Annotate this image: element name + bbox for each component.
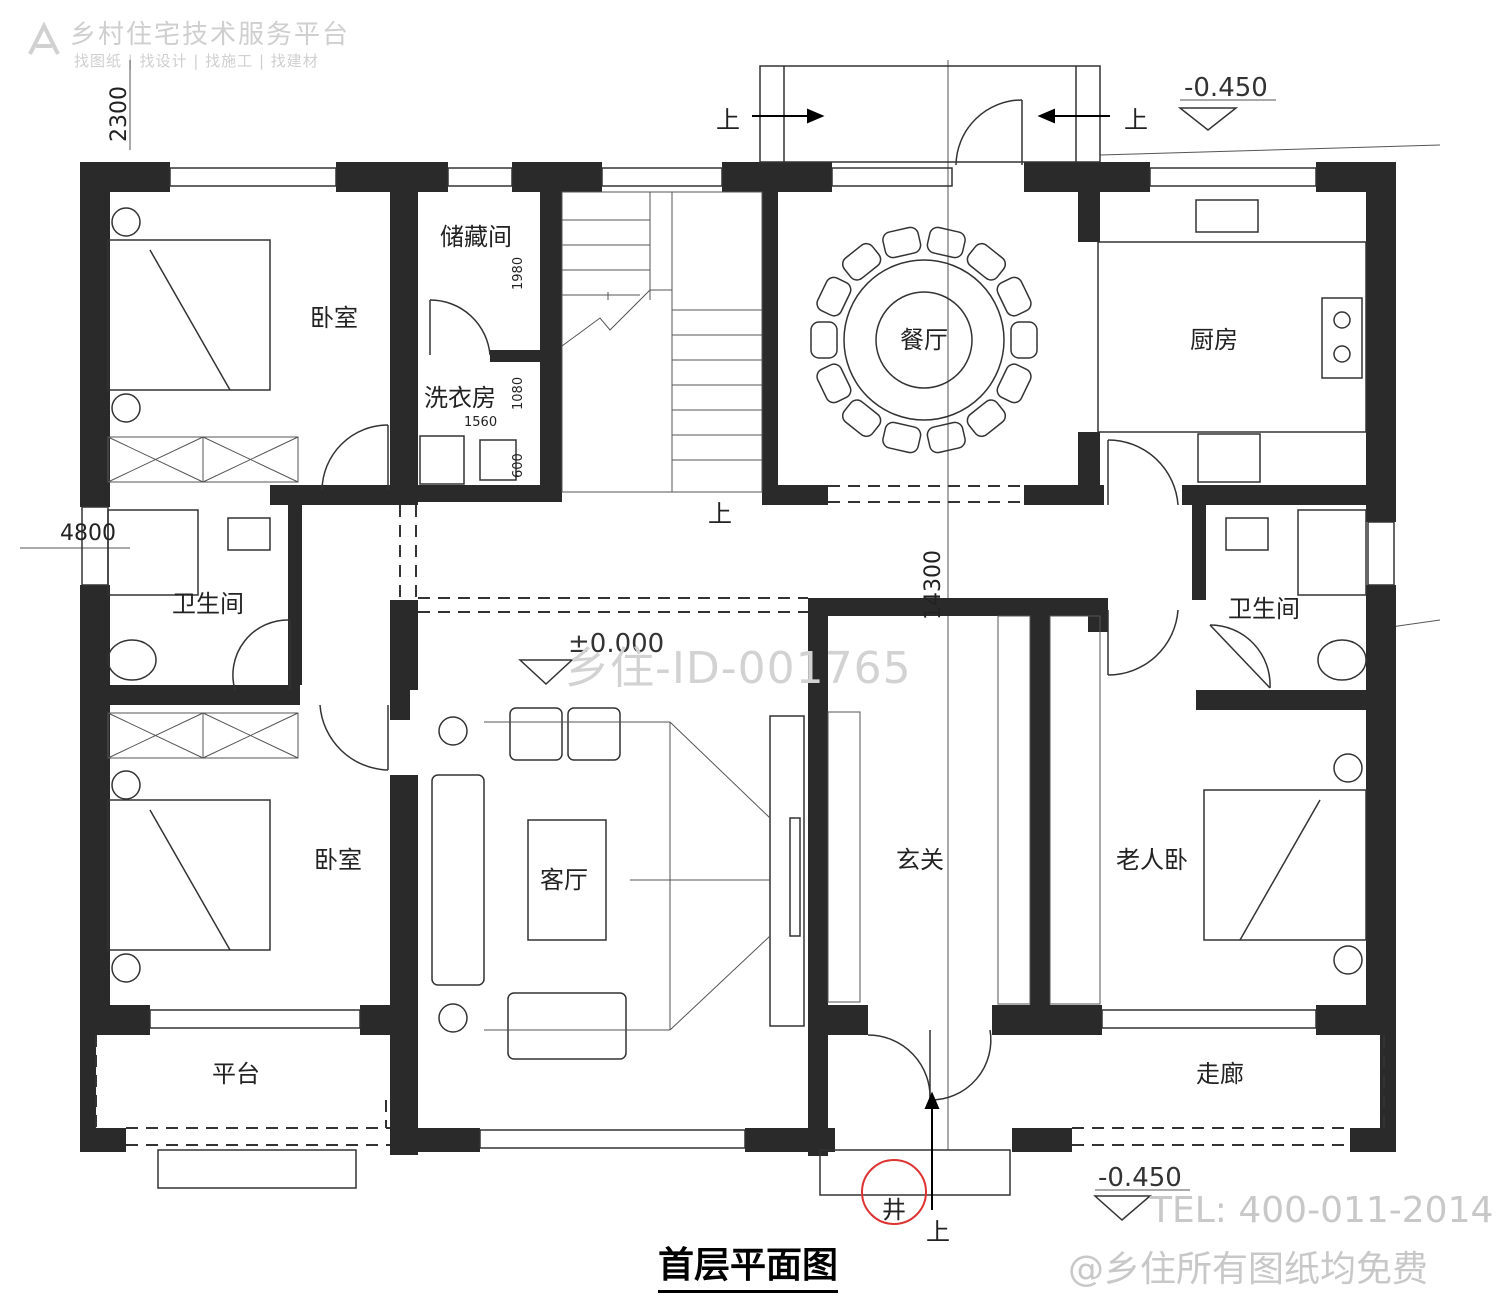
watermark-brand: 乡村住宅技术服务平台 bbox=[70, 20, 351, 50]
watermark-tagline: 找图纸 | 找设计 | 找施工 | 找建材 bbox=[74, 52, 319, 70]
dining-chair bbox=[841, 399, 882, 438]
dining-chair bbox=[966, 399, 1007, 438]
dining-chair bbox=[966, 242, 1007, 281]
dining-chair bbox=[996, 363, 1032, 404]
dining-chair bbox=[882, 421, 922, 454]
dim-storage-height: 1980 bbox=[511, 257, 526, 290]
dim-left-side: 4800 bbox=[60, 521, 116, 546]
label-corridor: 走廊 bbox=[1196, 1060, 1244, 1088]
dim-laundry-height: 1080 bbox=[511, 377, 526, 410]
label-living: 客厅 bbox=[540, 866, 588, 894]
label-kitchen: 厨房 bbox=[1190, 326, 1238, 354]
label-bedroom-bottom-left: 卧室 bbox=[314, 846, 362, 874]
dim-top-left: 2300 bbox=[107, 86, 132, 142]
dining-chair bbox=[926, 226, 966, 259]
dining-chair bbox=[882, 226, 922, 259]
drawing-title: 首层平面图 bbox=[658, 1236, 839, 1293]
level-bottom-right: -0.450 bbox=[1098, 1163, 1182, 1193]
label-storage: 储藏间 bbox=[440, 223, 512, 251]
dining-chair bbox=[1010, 321, 1038, 359]
dining-chair bbox=[816, 363, 852, 404]
dim-center: 14300 bbox=[921, 550, 946, 620]
up-mark-bottom: 上 bbox=[926, 1218, 950, 1246]
dining-chair bbox=[996, 276, 1032, 317]
up-mark-stair: 上 bbox=[708, 500, 732, 528]
dim-laundry-width: 1560 bbox=[464, 415, 497, 430]
up-mark-right: 上 bbox=[1124, 106, 1148, 134]
well-marker-icon bbox=[861, 1159, 927, 1225]
dining-chairs bbox=[810, 226, 1038, 454]
up-mark-left: 上 bbox=[716, 106, 740, 134]
label-laundry: 洗衣房 bbox=[424, 384, 496, 412]
dining-chair bbox=[926, 421, 966, 454]
level-living: ±0.000 bbox=[568, 629, 664, 659]
label-bath-right: 卫生间 bbox=[1228, 595, 1300, 623]
well-label: 井 bbox=[882, 1196, 906, 1224]
dining-chair bbox=[816, 276, 852, 317]
watermark-tel: TEL: 400-011-2014 bbox=[1150, 1190, 1494, 1231]
dining-chair bbox=[841, 242, 882, 281]
label-bath-left: 卫生间 bbox=[172, 590, 244, 618]
dim-counter: 600 bbox=[511, 453, 526, 478]
label-terrace: 平台 bbox=[212, 1060, 260, 1088]
watermark-id: 乡住-ID-001765 bbox=[565, 643, 912, 694]
label-foyer: 玄关 bbox=[896, 846, 944, 874]
label-elder-bedroom: 老人卧 bbox=[1116, 846, 1188, 874]
brand-logo-icon bbox=[28, 21, 60, 55]
level-top-right: -0.450 bbox=[1184, 73, 1268, 103]
watermark-free-note: @乡住所有图纸均免费 bbox=[1068, 1249, 1429, 1290]
label-dining: 餐厅 bbox=[900, 326, 948, 354]
label-bedroom-top-left: 卧室 bbox=[310, 304, 358, 332]
dining-chair bbox=[810, 321, 838, 359]
